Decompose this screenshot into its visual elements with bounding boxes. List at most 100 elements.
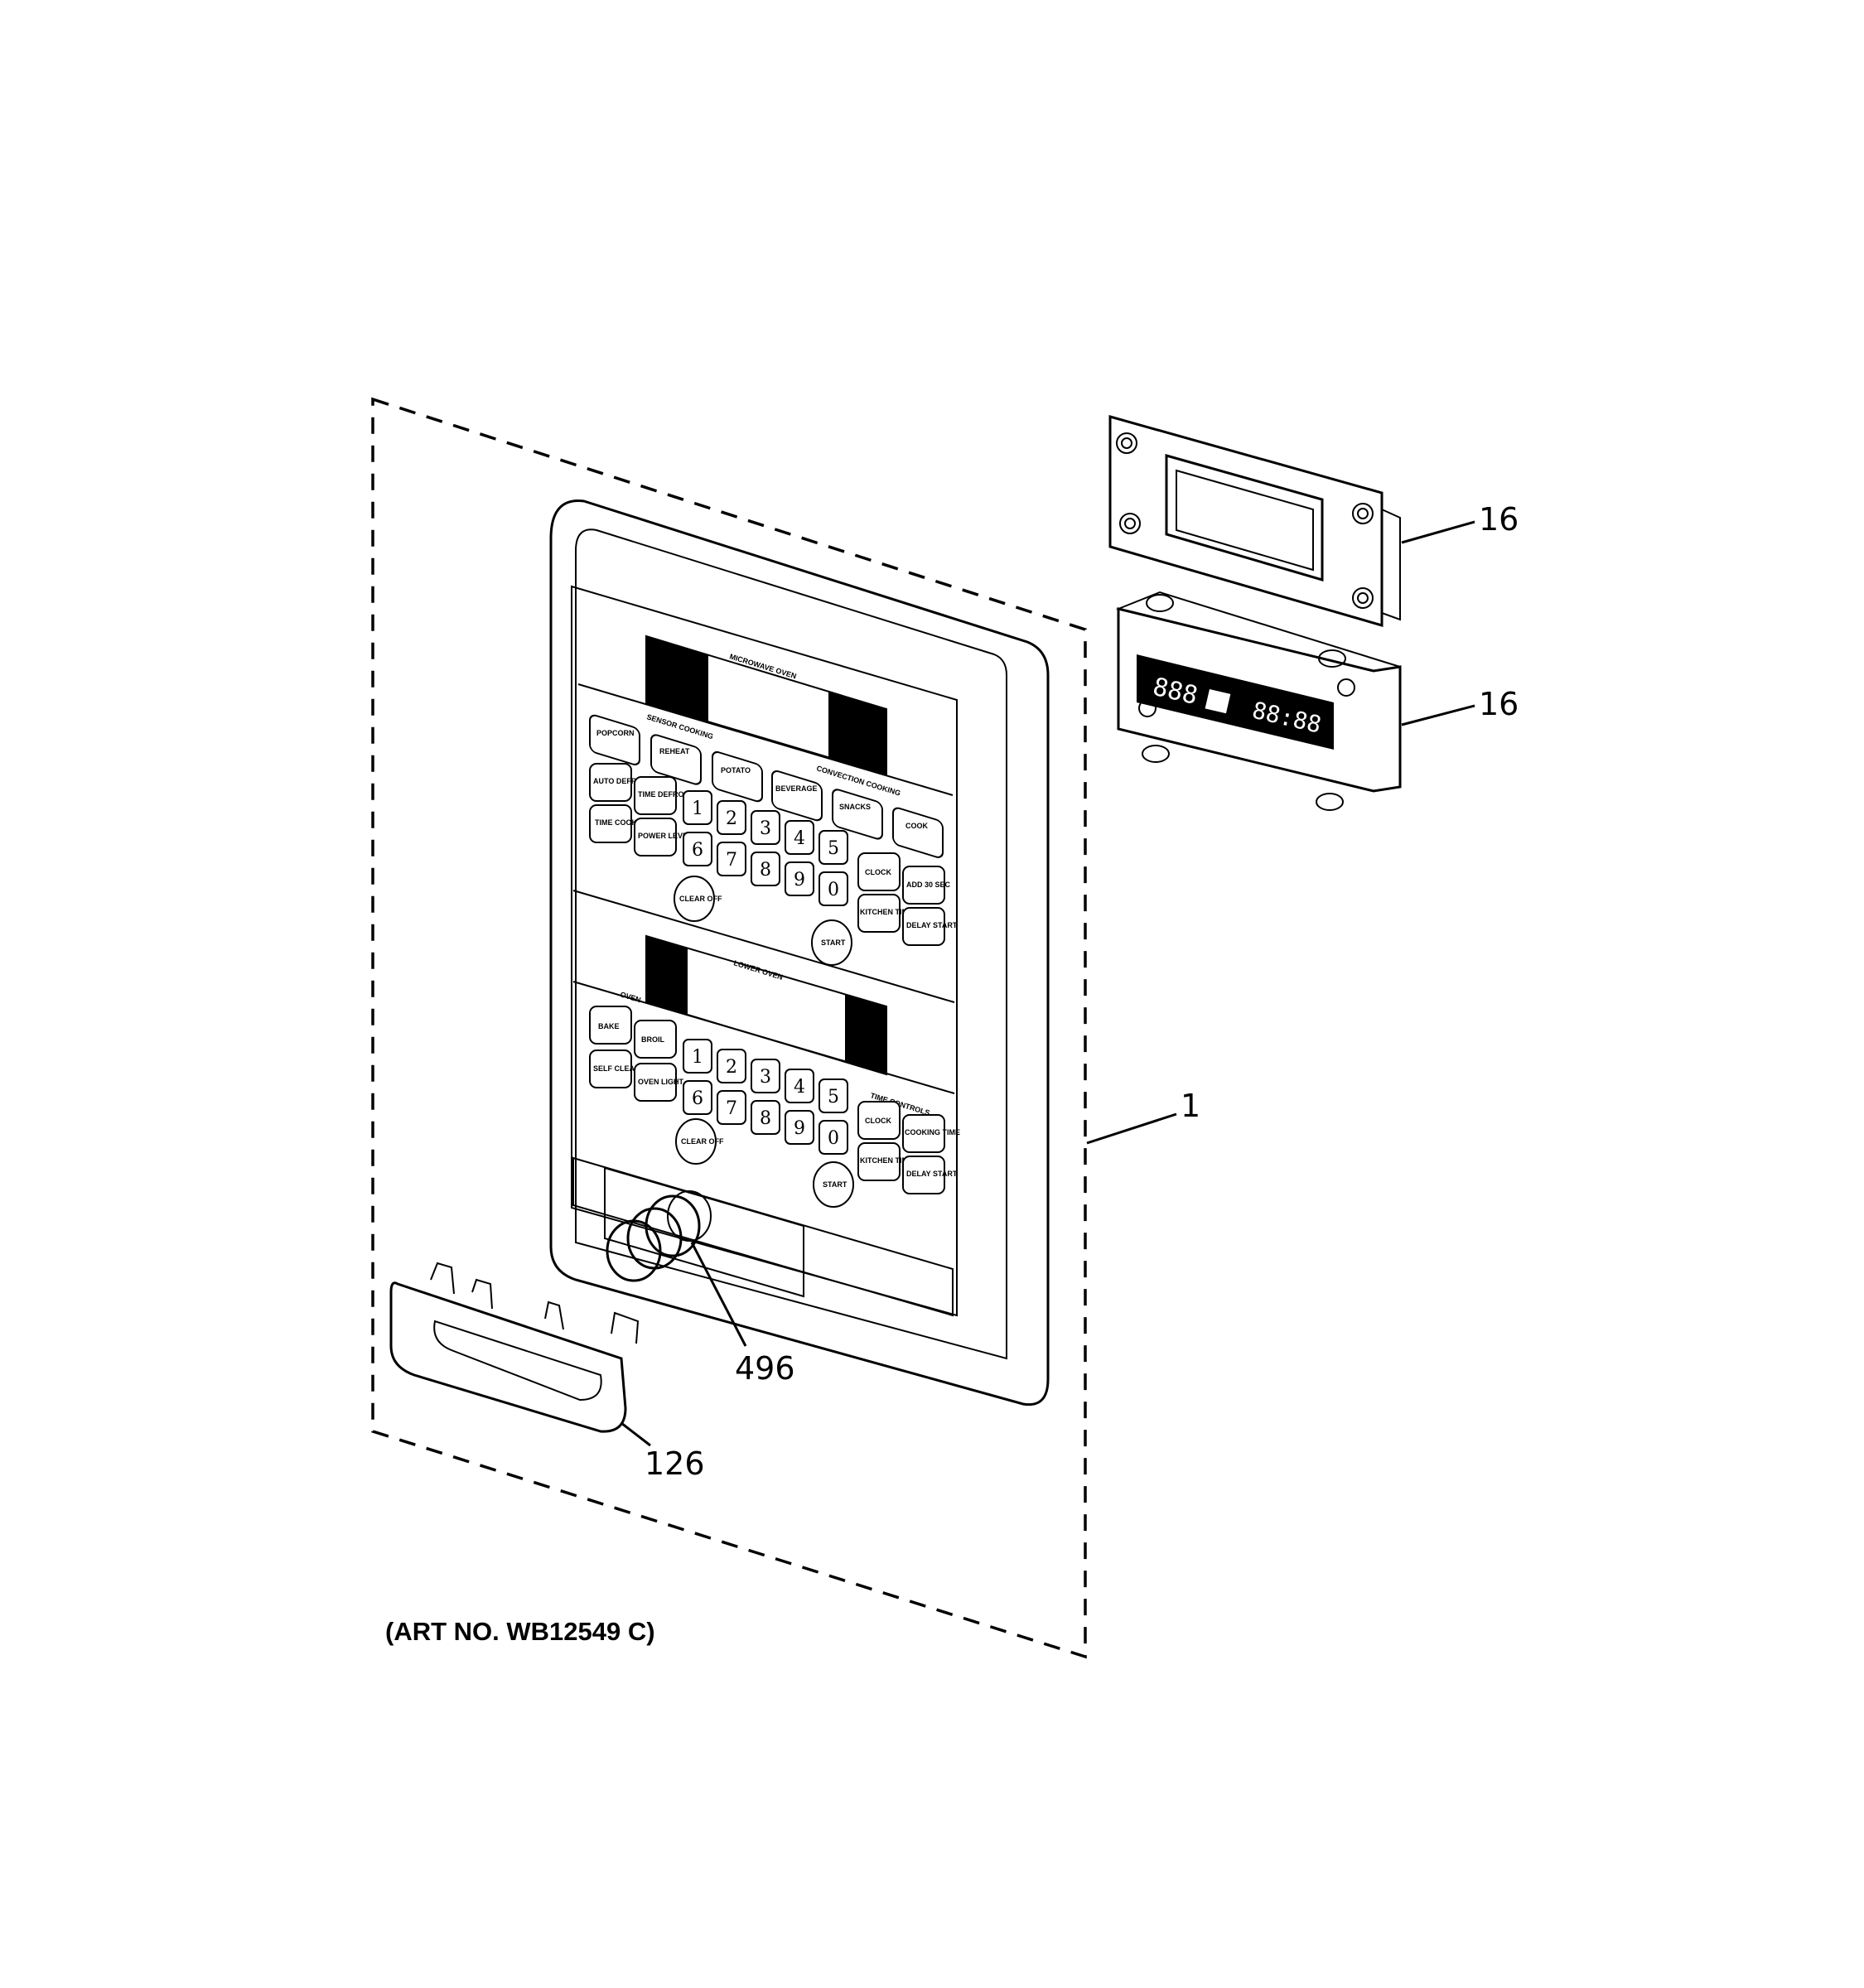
svg-text:0: 0 [828,1128,839,1149]
key-time-cook[interactable]: TIME COOK [589,804,637,843]
assembly-boundary [371,397,1087,1659]
upper-digit-3[interactable]: 3 [751,810,780,845]
callout-handle: 126 [645,1445,705,1482]
svg-text:COOK: COOK [905,822,929,830]
upper-digit-9[interactable]: 9 [785,861,814,896]
upper-digit-0[interactable]: 0 [819,871,848,906]
key-delay-start-upper[interactable]: DELAY START [902,907,958,946]
microwave-display [645,635,887,776]
svg-text:DELAY START: DELAY START [906,921,958,929]
display-lcd [1137,654,1334,750]
key-delay-start-lower[interactable]: DELAY START [902,1156,958,1194]
control-panel: MICROWAVE OVEN SENSOR COOKING CONVECTION… [549,499,1050,1407]
svg-text:3: 3 [760,818,771,839]
svg-text:9: 9 [794,870,805,890]
svg-text:2: 2 [726,1057,737,1078]
upper-digit-6[interactable]: 6 [683,832,712,866]
leader-lower-board [1401,704,1475,726]
svg-text:POTATO: POTATO [721,766,751,774]
svg-text:REHEAT: REHEAT [659,747,690,755]
key-clock-lower[interactable]: CLOCK [857,1101,901,1140]
key-clear-off-lower[interactable]: CLEAR OFF [675,1118,724,1165]
art-number: (ART NO. WB12549 C) [385,1617,655,1646]
lower-digit-6[interactable]: 6 [683,1080,712,1115]
key-clear-off-upper[interactable]: CLEAR OFF [674,876,722,922]
svg-text:SNACKS: SNACKS [839,803,871,811]
upper-digit-7[interactable]: 7 [717,842,746,876]
svg-text:ADD 30 SEC: ADD 30 SEC [906,881,951,889]
handle [389,1262,640,1433]
divider-middle [572,890,955,1003]
svg-text:DELAY START: DELAY START [906,1170,958,1178]
svg-text:3: 3 [760,1067,771,1088]
svg-text:7: 7 [726,1098,737,1119]
key-clock-upper[interactable]: CLOCK [857,852,901,891]
key-cook[interactable]: COOK [892,807,944,859]
svg-text:TIME COOK: TIME COOK [595,818,637,827]
svg-text:OVEN LIGHT: OVEN LIGHT [638,1078,684,1086]
svg-text:AUTO DEFROST: AUTO DEFROST [593,777,652,785]
key-start-lower[interactable]: START [813,1161,854,1208]
key-cooking-time[interactable]: COOKING TIME [902,1114,960,1153]
panel-faceplate [571,585,958,1317]
lower-digit-8[interactable]: 8 [751,1100,780,1135]
key-beverage[interactable]: BEVERAGE [771,770,823,822]
lower-digit-1[interactable]: 1 [683,1039,712,1074]
key-start-upper[interactable]: START [811,919,852,966]
upper-digit-5[interactable]: 5 [819,830,848,865]
key-self-clean[interactable]: SELF CLEAN [589,1049,640,1088]
key-popcorn[interactable]: POPCORN [589,714,640,766]
upper-digit-1[interactable]: 1 [683,790,712,825]
lower-digit-7[interactable]: 7 [717,1090,746,1125]
callout-lower-board: 16 [1479,686,1519,722]
key-potato[interactable]: POTATO [712,750,763,803]
lower-digit-5[interactable]: 5 [819,1078,848,1113]
key-time-defrost[interactable]: TIME DEFROST [634,776,694,815]
svg-text:START: START [823,1180,847,1189]
upper-digit-4[interactable]: 4 [785,820,814,855]
callout-upper-board: 16 [1479,501,1519,538]
lower-digit-9[interactable]: 9 [785,1110,814,1145]
callout-control-panel: 1 [1181,1088,1200,1124]
key-bake[interactable]: BAKE [589,1006,632,1045]
svg-text:0: 0 [828,880,839,900]
svg-text:POWER LEVEL: POWER LEVEL [638,832,693,840]
svg-text:KITCHEN TIMER: KITCHEN TIMER [860,1156,919,1165]
key-auto-defrost[interactable]: AUTO DEFROST [589,763,652,802]
key-snacks[interactable]: SNACKS [832,788,883,840]
key-add-30-sec[interactable]: ADD 30 SEC [902,866,951,905]
divider-lower [572,981,955,1094]
divider-upper [577,683,954,796]
svg-text:4: 4 [794,828,805,849]
leader-handle [621,1421,651,1447]
lower-digit-4[interactable]: 4 [785,1069,814,1103]
leader-upper-board [1401,520,1475,544]
svg-text:5: 5 [828,838,839,859]
lower-oven-display [645,934,887,1076]
key-kitchen-timer-lower[interactable]: KITCHEN TIMER [857,1142,919,1181]
svg-text:4: 4 [794,1077,805,1098]
upper-digit-8[interactable]: 8 [751,852,780,886]
lower-digit-0[interactable]: 0 [819,1120,848,1155]
oven-section-label: OVEN [619,990,641,1004]
key-kitchen-timer-upper[interactable]: KITCHEN TIMER [857,894,919,933]
svg-text:BEVERAGE: BEVERAGE [775,784,818,793]
panel-frame-inner [575,528,1007,1360]
key-power-level[interactable]: POWER LEVEL [634,818,693,856]
leader-knob-shaft [690,1242,747,1347]
callout-knob-shaft: 496 [735,1350,795,1387]
upper-digit-2[interactable]: 2 [717,800,746,835]
svg-text:START: START [821,939,846,947]
svg-text:POPCORN: POPCORN [596,729,635,737]
lower-digit-3[interactable]: 3 [751,1059,780,1093]
svg-text:KITCHEN TIMER: KITCHEN TIMER [860,908,919,916]
key-broil[interactable]: BROIL [634,1020,677,1059]
convection-cooking-label: CONVECTION COOKING [815,764,901,797]
panel-frame [549,499,1050,1407]
key-reheat[interactable]: REHEAT [650,733,702,785]
svg-text:BAKE: BAKE [598,1022,620,1030]
lower-digit-2[interactable]: 2 [717,1049,746,1083]
key-oven-light[interactable]: OVEN LIGHT [634,1063,684,1102]
svg-text:9: 9 [794,1118,805,1139]
